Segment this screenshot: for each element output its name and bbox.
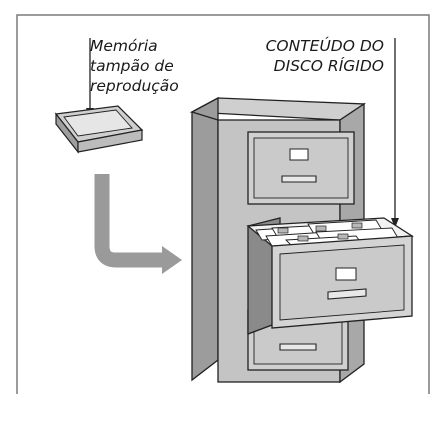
frame-border xyxy=(16,14,430,394)
hard-disk-label: CONTEÚDO DO DISCO RÍGIDO xyxy=(266,36,384,76)
diagram-frame: Memória tampão de reprodução CONTEÚDO DO… xyxy=(16,14,430,394)
buffer-label-line-3: reprodução xyxy=(90,77,179,95)
hard-disk-pointer-arrowhead xyxy=(391,218,399,228)
file-cabinet-icon xyxy=(189,96,414,384)
diagram-canvas xyxy=(16,14,430,394)
hard-disk-label-line-2: DISCO RÍGIDO xyxy=(273,57,384,75)
bent-arrow-icon xyxy=(94,174,182,274)
inbox-tray-icon xyxy=(54,105,144,154)
buffer-label: Memória tampão de reprodução xyxy=(90,36,179,96)
buffer-label-line-2: tampão de xyxy=(90,57,174,75)
buffer-label-line-1: Memória xyxy=(90,37,158,55)
hard-disk-label-line-1: CONTEÚDO DO xyxy=(265,37,384,55)
